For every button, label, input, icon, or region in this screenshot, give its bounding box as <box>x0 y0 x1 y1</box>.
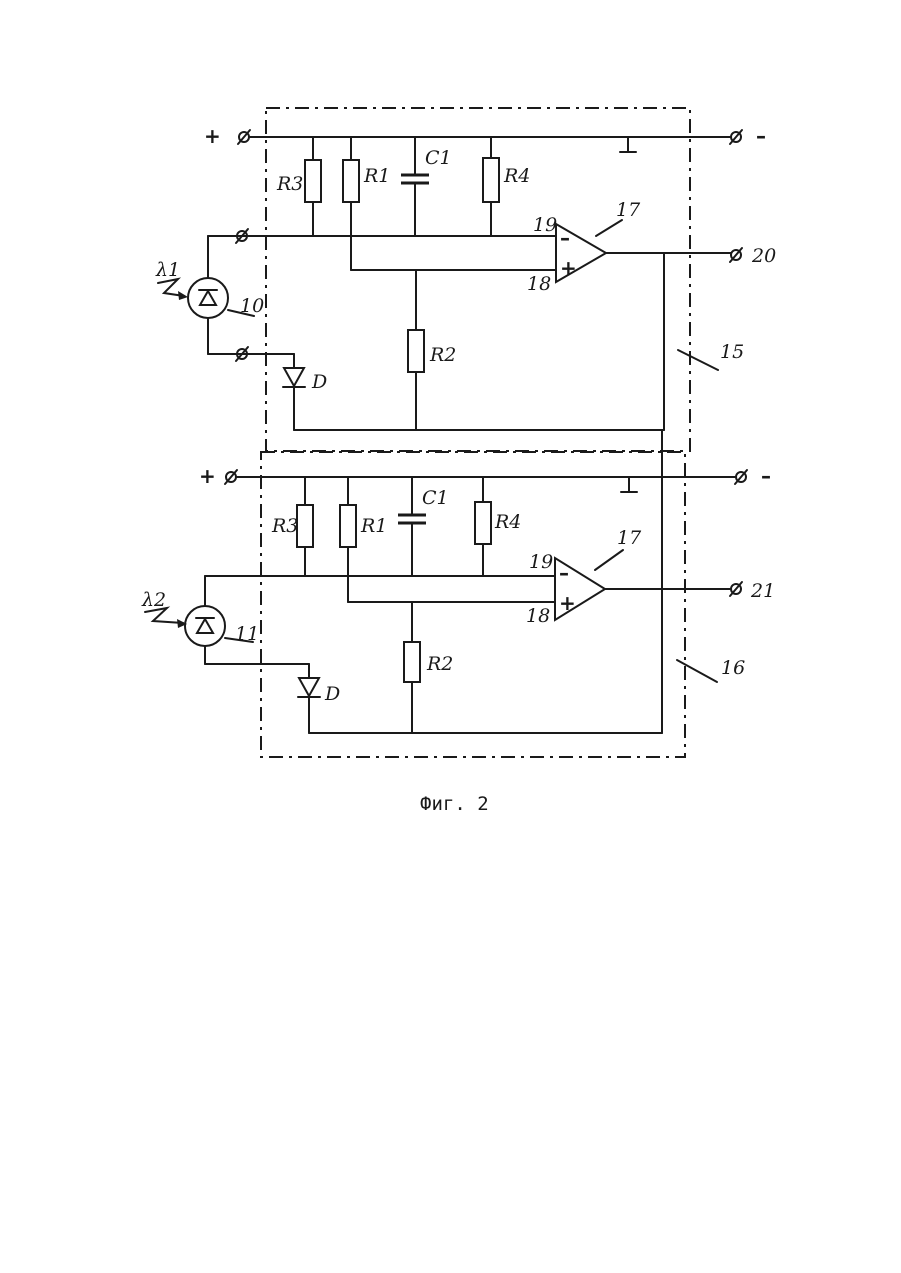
input-terminal <box>236 229 248 243</box>
minus-terminal <box>730 130 742 144</box>
output-label: 21 <box>750 580 775 602</box>
r4-label: R4 <box>503 165 530 187</box>
resistor-r4 <box>475 502 491 544</box>
resistor-r3 <box>297 505 313 547</box>
inverting-pin-label: 19 <box>533 214 557 236</box>
minus-terminal-label: – <box>756 124 766 148</box>
c1-label: C1 <box>422 487 449 509</box>
output-terminal <box>730 582 742 596</box>
photodiode-ref-label: 11 <box>235 623 259 645</box>
diode-d <box>299 678 319 696</box>
minus-terminal <box>735 470 747 484</box>
r1-label: R1 <box>363 165 390 187</box>
figure-caption: Фиг. 2 <box>420 793 489 815</box>
block-ref-label: 16 <box>721 657 745 679</box>
light-label: λ2 <box>141 589 166 611</box>
resistor-r2 <box>404 642 420 682</box>
resistor-r3 <box>305 160 321 202</box>
opamp-ref-label: 17 <box>616 199 641 221</box>
ground-symbol <box>621 477 637 492</box>
light-label: λ1 <box>155 259 180 281</box>
c1-label: C1 <box>425 147 452 169</box>
opamp-minus-sign: – <box>560 226 570 250</box>
inverting-pin-label: 19 <box>529 551 553 573</box>
unit-1: + – R3 R1 C1 R4 <box>155 108 776 451</box>
opamp-leader <box>596 220 622 236</box>
noninverting-pin-label: 18 <box>526 605 550 627</box>
block-leader <box>677 660 717 682</box>
r1-label: R1 <box>360 515 387 537</box>
diode-d <box>284 368 304 386</box>
resistor-r4 <box>483 158 499 202</box>
photodiode-terminal <box>236 347 248 361</box>
minus-terminal-label: – <box>761 464 771 488</box>
block-boundary-2 <box>261 452 685 757</box>
opamp-plus-sign: + <box>559 591 576 615</box>
r3-label: R3 <box>276 173 303 195</box>
opamp-minus-sign: – <box>559 561 569 585</box>
opamp-ref-label: 17 <box>617 527 642 549</box>
block-ref-label: 15 <box>720 341 744 363</box>
opamp-leader <box>595 550 623 570</box>
r3-label: R3 <box>271 515 298 537</box>
opamp-plus-sign: + <box>560 256 577 280</box>
diode-label: D <box>324 683 340 705</box>
unit-2: + – R3 R1 C1 R4 <box>141 430 775 757</box>
resistor-r2 <box>408 330 424 372</box>
resistor-r1 <box>343 160 359 202</box>
plus-terminal-label: + <box>204 124 221 148</box>
r2-label: R2 <box>429 344 456 366</box>
r4-label: R4 <box>494 511 521 533</box>
output-label: 20 <box>751 245 776 267</box>
block-boundary-1 <box>266 108 690 451</box>
photodiode-ref-label: 10 <box>240 295 264 317</box>
noninverting-pin-label: 18 <box>527 273 551 295</box>
plus-terminal-label: + <box>199 464 216 488</box>
r2-label: R2 <box>426 653 453 675</box>
resistor-r1 <box>340 505 356 547</box>
diode-label: D <box>311 371 327 393</box>
output-terminal <box>730 248 742 262</box>
ground-symbol <box>620 137 636 152</box>
block-leader <box>678 350 718 370</box>
